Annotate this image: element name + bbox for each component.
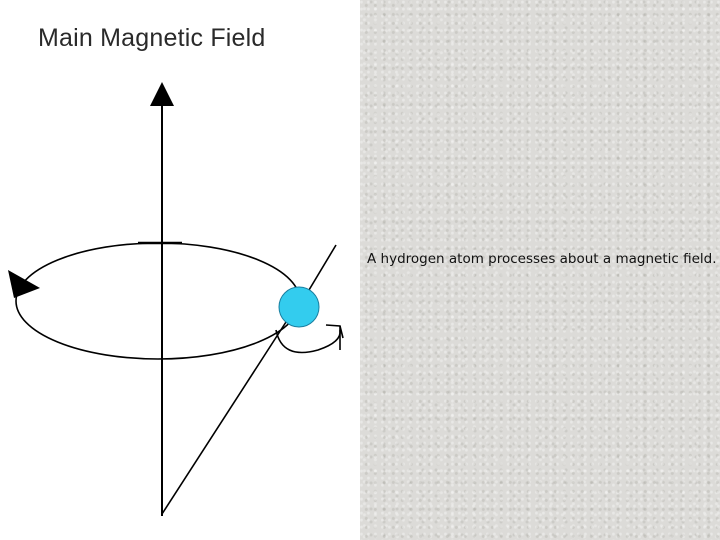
hydrogen-proton: [278, 286, 320, 328]
precession-diagram: [8, 82, 344, 516]
caption-panel: A hydrogen atom processes about a magnet…: [360, 0, 720, 540]
caption-text: A hydrogen atom processes about a magnet…: [367, 251, 717, 267]
diagram-title: Main Magnetic Field: [38, 24, 266, 52]
field-arrowhead: [150, 82, 174, 106]
spin-rotation-arrow: [275, 329, 341, 354]
orbit-direction-arrow: [8, 270, 40, 298]
precession-orbit: [15, 242, 301, 360]
diagram-panel: Main Magnetic Field: [8, 24, 344, 516]
spin-vector-lower: [161, 321, 287, 515]
